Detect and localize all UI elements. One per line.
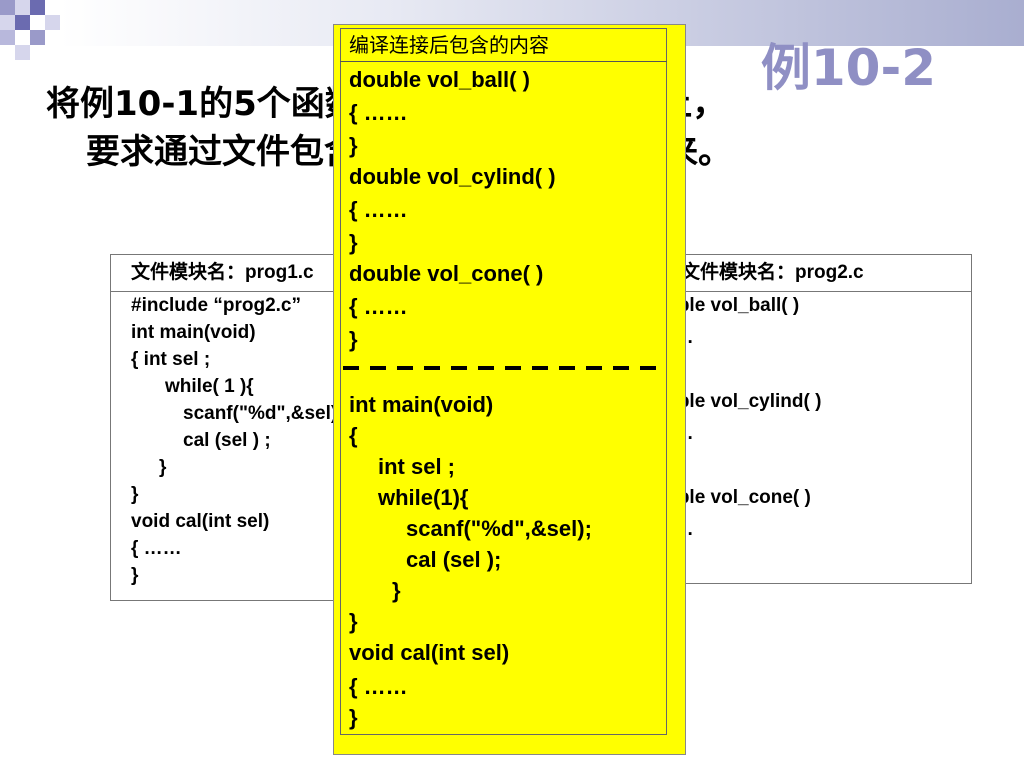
combined-code-line: scanf("%d",&sel);	[406, 516, 592, 541]
corner-decoration	[0, 0, 80, 64]
combined-code-line: int sel ;	[378, 454, 456, 479]
combined-code-line: }	[392, 578, 401, 603]
combined-code-line: while(1){	[378, 485, 469, 510]
combined-code-line: { ……	[349, 100, 408, 125]
prog1-module-table: 文件模块名：prog1.c #include “prog2.c” int mai…	[110, 254, 344, 601]
combined-code-line: int main(void)	[349, 392, 494, 417]
combined-code-line: double vol_cylind( )	[349, 164, 556, 189]
code-line: }	[131, 565, 139, 586]
code-line: int main(void)	[131, 322, 256, 343]
code-line: double vol_cylind( )	[643, 391, 822, 412]
combined-code-line: }	[349, 327, 358, 352]
prog2-header: 文件模块名：prog2.c	[673, 255, 971, 292]
combined-code-line: double vol_ball( )	[349, 67, 530, 92]
code-line: void cal(int sel)	[131, 511, 270, 532]
combined-code-line: { ……	[349, 197, 408, 222]
combined-code-line: }	[349, 133, 358, 158]
code-line: scanf("%d",&sel);	[183, 403, 344, 424]
combined-code-line: void cal(int sel)	[349, 640, 510, 665]
combined-code-line: { ……	[349, 674, 408, 699]
combined-code-line: }	[349, 705, 358, 730]
code-line: }	[131, 484, 139, 505]
code-line: while( 1 ){	[165, 376, 254, 397]
code-line: { int sel ;	[131, 349, 211, 370]
combined-code-line: {	[349, 423, 358, 448]
prog1-header: 文件模块名：prog1.c	[111, 255, 343, 292]
slide-title: 例10-2	[760, 39, 936, 97]
combined-code-line: double vol_cone( )	[349, 261, 544, 286]
code-line: { ……	[131, 538, 182, 559]
combined-code-line: cal (sel );	[406, 547, 502, 572]
combined-code-line: }	[349, 230, 358, 255]
combined-code-line: }	[349, 609, 358, 634]
dashed-separator	[343, 366, 661, 370]
code-line: #include “prog2.c”	[131, 295, 301, 316]
combined-content-border	[340, 28, 667, 735]
combined-header: 编译连接后包含的内容	[340, 28, 667, 62]
prog2-module-table: 文件模块名：prog2.c double vol_ball( ) { …… } …	[643, 254, 972, 584]
code-line: cal (sel ) ;	[183, 430, 271, 451]
code-line: }	[159, 457, 167, 478]
combined-code-line: { ……	[349, 294, 408, 319]
combined-content-panel	[333, 24, 686, 755]
